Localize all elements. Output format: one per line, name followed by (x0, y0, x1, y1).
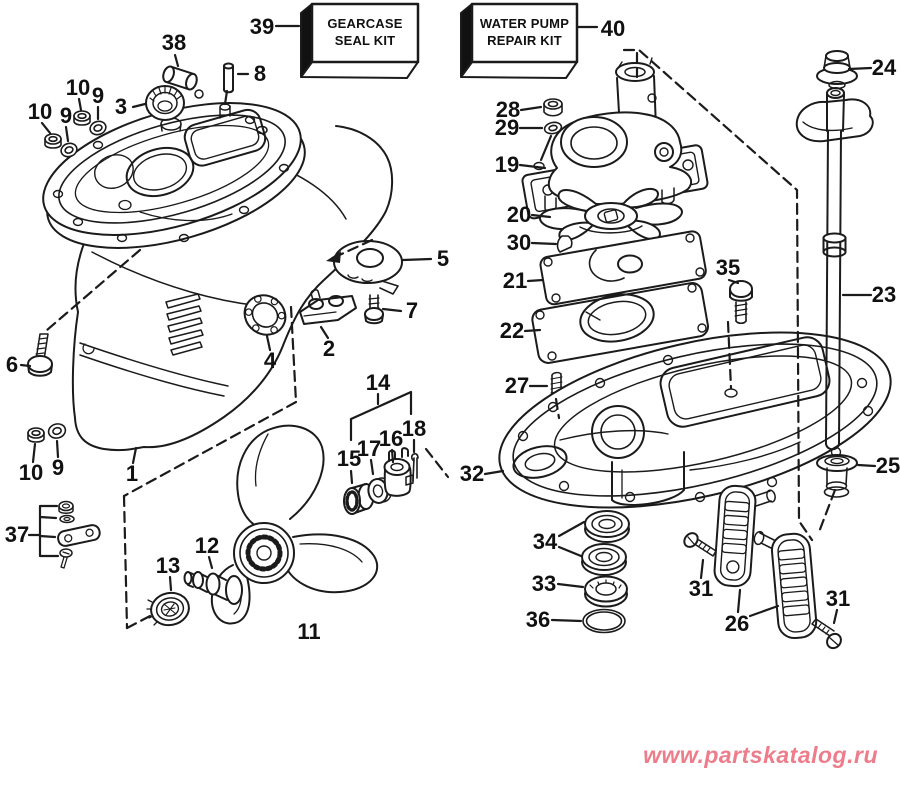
water-pump-tower (615, 57, 657, 131)
part-36-o-ring (582, 608, 626, 634)
callout-4[interactable]: 4 (263, 348, 277, 373)
callout-35[interactable]: 35 (715, 255, 741, 280)
callout-20[interactable]: 20 (506, 202, 532, 227)
part-3-bearing (145, 85, 185, 121)
callout-1[interactable]: 1 (125, 461, 139, 486)
assembly-dashed-lines (45, 48, 837, 630)
part-30-key (556, 235, 573, 253)
callout-8[interactable]: 8 (253, 61, 267, 86)
callout-6[interactable]: 6 (5, 352, 19, 377)
gearcase-gills (165, 293, 204, 356)
part-26-screen (753, 530, 818, 640)
callout-18[interactable]: 18 (401, 416, 427, 441)
gearcase-seal-kit-label: GEARCASE SEAL KIT (327, 16, 403, 48)
water-pump-repair-kit-label: WATER PUMP REPAIR KIT (479, 16, 570, 48)
callout-19[interactable]: 19 (494, 152, 520, 177)
watermark-link[interactable]: www.partskatalog.ru (643, 742, 878, 768)
callout-15[interactable]: 15 (336, 446, 362, 471)
part-20-impeller (539, 187, 683, 241)
part-25-grommet (816, 454, 858, 498)
callout-38[interactable]: 38 (161, 30, 187, 55)
callout-9[interactable]: 9 (51, 455, 65, 480)
part-35-bolt (729, 280, 753, 325)
callout-27[interactable]: 27 (504, 373, 530, 398)
part-28-nut (543, 98, 563, 117)
callout-31[interactable]: 31 (688, 576, 714, 601)
water-pump-repair-kit-box (460, 2, 579, 79)
callout-3[interactable]: 3 (114, 94, 128, 119)
part-16-castle-nut (383, 447, 414, 497)
part-32-adaptor-plate (498, 331, 892, 509)
callout-9[interactable]: 9 (91, 83, 105, 108)
part-13-spacer (146, 591, 190, 627)
callout-37[interactable]: 37 (4, 522, 30, 547)
part-33-bearing (584, 575, 628, 608)
callout-22[interactable]: 22 (499, 318, 525, 343)
part-5-anode (333, 240, 403, 295)
callout-23[interactable]: 23 (871, 282, 897, 307)
callout-34[interactable]: 34 (532, 529, 558, 554)
part-38-seal (162, 65, 204, 99)
callout-21[interactable]: 21 (502, 268, 528, 293)
callout-25[interactable]: 25 (875, 453, 900, 478)
callout-17[interactable]: 17 (356, 436, 382, 461)
callout-36[interactable]: 36 (525, 607, 551, 632)
callout-10[interactable]: 10 (27, 99, 53, 124)
part-12-thrust-hub (183, 571, 243, 605)
callout-29[interactable]: 29 (494, 115, 520, 140)
part-9-washer (47, 423, 67, 439)
callout-28[interactable]: 28 (495, 97, 521, 122)
callout-leader-lines (19, 24, 877, 625)
part-22-gasket (531, 282, 709, 364)
part-24-grommet (816, 50, 858, 90)
callout-5[interactable]: 5 (436, 246, 450, 271)
part-37-trim-tab-set (57, 500, 101, 569)
callout-40[interactable]: 40 (600, 16, 626, 41)
callout-14[interactable]: 14 (365, 370, 391, 395)
part-2-bracket (299, 289, 357, 325)
part-10-nut (27, 427, 45, 443)
arrowhead (326, 251, 341, 263)
part-9-washer (89, 120, 107, 136)
callout-24[interactable]: 24 (871, 55, 897, 80)
callout-13[interactable]: 13 (155, 553, 181, 578)
part-31-screw (811, 618, 842, 650)
part-9-washer (60, 142, 78, 158)
flange-bolt-holes (52, 115, 290, 243)
part-23-driveshaft (795, 87, 874, 451)
callout-10[interactable]: 10 (65, 75, 91, 100)
part-17-washer (367, 477, 393, 504)
callout-30[interactable]: 30 (506, 230, 532, 255)
callout-39[interactable]: 39 (249, 14, 275, 39)
part-7-bolt (364, 294, 384, 325)
callout-31[interactable]: 31 (825, 586, 851, 611)
part-34-seals (581, 510, 630, 576)
callout-10[interactable]: 10 (18, 460, 44, 485)
callout-16[interactable]: 16 (378, 426, 404, 451)
callout-32[interactable]: 32 (459, 461, 485, 486)
part-4-bearing (243, 294, 287, 336)
gearcase-seal-kit-box (300, 2, 420, 79)
callout-11[interactable]: 11 (297, 619, 321, 644)
part-18-cotter-pin (410, 452, 419, 482)
callout-2[interactable]: 2 (322, 336, 336, 361)
part-29-washer (543, 121, 563, 135)
part-26-screen (713, 484, 776, 588)
callout-7[interactable]: 7 (405, 298, 419, 323)
callout-33[interactable]: 33 (531, 571, 557, 596)
part-6-bolt (27, 333, 53, 377)
part-10-nut (73, 110, 91, 126)
part-21-wear-plate (539, 230, 707, 306)
part-8-pin (223, 62, 234, 94)
callout-12[interactable]: 12 (194, 533, 220, 558)
part-31-screw (683, 532, 717, 557)
callout-9[interactable]: 9 (59, 103, 73, 128)
gearcase-flange (42, 102, 306, 249)
part-10-nut (44, 133, 62, 149)
callout-26[interactable]: 26 (724, 611, 750, 636)
